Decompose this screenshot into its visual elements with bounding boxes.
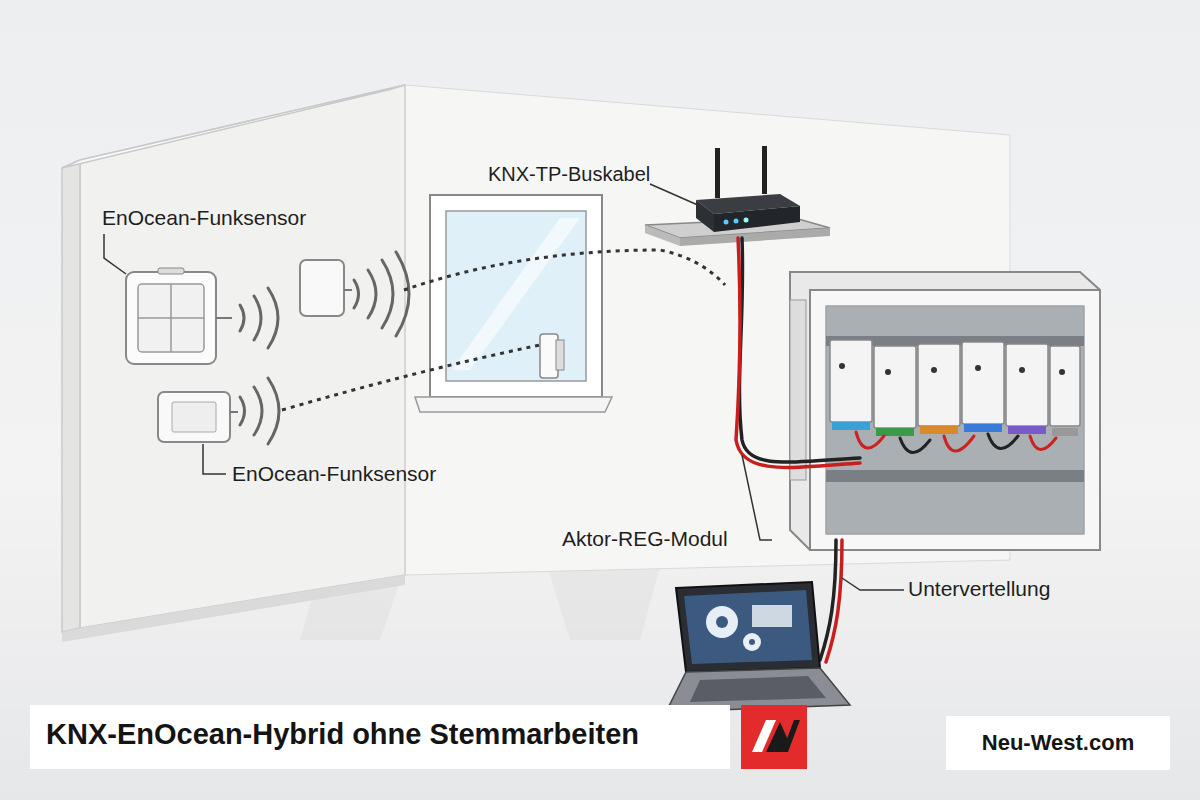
window	[415, 195, 612, 412]
leader-line	[104, 184, 904, 590]
part-label: Untervertellung	[908, 577, 1050, 601]
title-box	[30, 705, 730, 769]
part-label: KNX-TP-Buskabel	[488, 163, 650, 186]
part-label: Aktor-REG-Modul	[562, 527, 728, 551]
radio-waves	[240, 252, 409, 444]
logo	[741, 705, 807, 769]
sensor	[158, 392, 238, 442]
sensor	[300, 260, 352, 316]
site-box: Neu-West.com	[946, 716, 1170, 770]
site-name: Neu-West.com	[982, 730, 1134, 756]
router	[645, 146, 830, 246]
part-label: EnOcean-Funksensor	[232, 462, 436, 486]
wall-edge	[62, 160, 80, 632]
footer-title: KNX-EnOcean-Hybrid ohne Stemmarbeiten	[46, 718, 726, 751]
wireless-link	[282, 250, 725, 410]
skirting	[62, 575, 405, 642]
wall-top	[62, 85, 405, 168]
laptop	[666, 582, 850, 712]
rocker-switch	[126, 268, 232, 364]
side-wall	[80, 85, 405, 628]
part-label: EnOcean-Funksensor	[102, 206, 306, 230]
distribution-cabinet	[790, 272, 1100, 550]
